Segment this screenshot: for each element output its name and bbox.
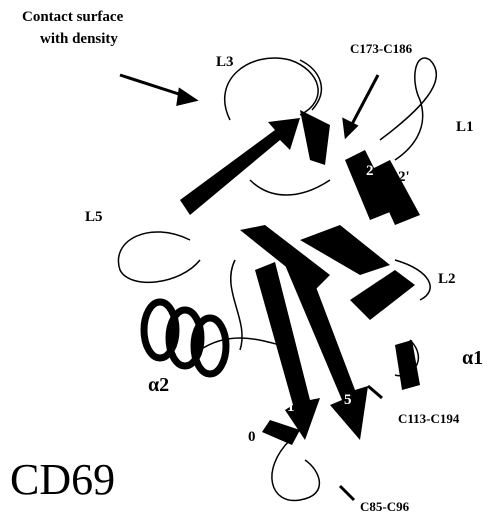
label-strand-1: 1 bbox=[287, 400, 295, 415]
loop-upper bbox=[250, 180, 330, 195]
label-c113-c194: C113-C194 bbox=[398, 412, 459, 425]
contact-arrow-shaft bbox=[120, 75, 185, 96]
loop-mid bbox=[231, 260, 242, 350]
label-c173-c186: C173-C186 bbox=[350, 42, 412, 55]
strand-l2 bbox=[350, 270, 415, 320]
c113-arrow bbox=[368, 386, 382, 398]
annotation-line-1: Contact surface bbox=[22, 10, 123, 25]
protein-name-label: CD69 bbox=[10, 458, 115, 502]
loop-l5 bbox=[118, 232, 200, 282]
strand-top-left bbox=[180, 118, 300, 215]
label-strand-0: 0 bbox=[248, 430, 256, 445]
annotation-line-2: with density bbox=[40, 32, 118, 47]
label-l5: L5 bbox=[85, 210, 103, 225]
loop-l1 bbox=[380, 58, 436, 160]
c173-arrow-shaft bbox=[350, 75, 378, 128]
loop-l3 bbox=[225, 58, 318, 120]
label-alpha-1: α1 bbox=[462, 348, 483, 368]
c85-arrow bbox=[340, 486, 354, 500]
label-strand-2: 2 bbox=[366, 164, 374, 179]
label-strand-2prime: 2' bbox=[398, 170, 410, 185]
label-l3: L3 bbox=[216, 55, 234, 70]
contact-arrow-head bbox=[178, 90, 195, 104]
loop-l3-b bbox=[300, 60, 321, 110]
label-l2: L2 bbox=[438, 272, 456, 287]
strand-top-mid bbox=[300, 110, 330, 165]
label-strand-5: 5 bbox=[344, 393, 352, 408]
label-alpha-2: α2 bbox=[148, 375, 169, 395]
helix-a2 bbox=[144, 302, 226, 374]
label-c85-c96: C85-C96 bbox=[360, 500, 409, 513]
beta-strands bbox=[180, 110, 420, 445]
loop-bottom bbox=[272, 440, 320, 500]
label-l1: L1 bbox=[456, 120, 474, 135]
